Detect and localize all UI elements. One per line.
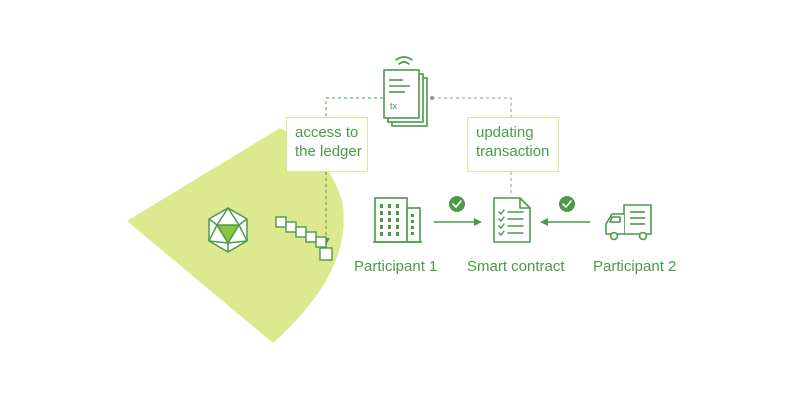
checklist-check — [498, 209, 505, 216]
building-window — [396, 225, 399, 229]
building-window — [380, 232, 383, 236]
access-ledger-label: access to the ledger — [286, 117, 368, 172]
building-window — [380, 225, 383, 229]
building-window — [380, 204, 383, 208]
building-window — [388, 232, 391, 236]
connector-docs-to-updating — [432, 97, 512, 117]
building-window — [380, 218, 383, 222]
connector-docs-to-access — [325, 97, 383, 117]
access-ledger-line2: the ledger — [295, 143, 362, 160]
arrow-left-icon — [540, 218, 590, 226]
building-window — [411, 214, 414, 217]
delivery-truck-icon — [605, 204, 652, 241]
check-badge-icon — [559, 196, 575, 212]
building-window — [411, 232, 414, 235]
dashed-connectors — [325, 97, 512, 238]
document-stack-icon — [383, 69, 428, 127]
building-window — [411, 220, 414, 223]
check-badge-icon — [449, 196, 465, 212]
building-window — [396, 204, 399, 208]
checklist-check — [498, 230, 505, 237]
checklist-document-icon — [493, 197, 531, 243]
building-window — [388, 204, 391, 208]
building-window — [396, 218, 399, 222]
building-window — [380, 211, 383, 215]
smart-contract-label: Smart contract — [467, 258, 565, 275]
building-window — [388, 225, 391, 229]
participant-1-label: Participant 1 — [354, 258, 438, 275]
checklist-check — [498, 216, 505, 223]
block-chain-icon — [275, 216, 333, 261]
wifi-icon — [395, 56, 413, 65]
building-window — [388, 211, 391, 215]
arrow-right-icon — [434, 218, 482, 226]
building-window — [396, 232, 399, 236]
icosahedron-icon — [208, 207, 248, 253]
building-window — [396, 211, 399, 215]
building-window — [411, 226, 414, 229]
participant-2-label: Participant 2 — [593, 258, 677, 275]
tx-label: tx — [390, 101, 398, 111]
updating-transaction-line1: updating — [476, 124, 534, 141]
updating-transaction-label: updating transaction — [467, 117, 559, 172]
building-windows — [380, 204, 414, 236]
access-ledger-line1: access to — [295, 124, 359, 141]
connector-dot — [430, 96, 434, 100]
checklist-items — [498, 209, 524, 237]
building-window — [388, 218, 391, 222]
checklist-check — [498, 223, 505, 230]
updating-transaction-line2: transaction — [476, 143, 550, 160]
